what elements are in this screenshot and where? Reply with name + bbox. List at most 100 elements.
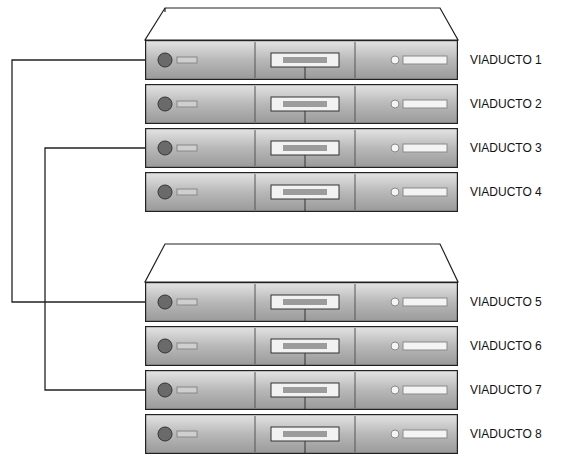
rack-lid	[145, 8, 458, 40]
id-slot	[271, 295, 339, 309]
panel-divider	[355, 130, 356, 166]
slot-tab	[305, 309, 306, 321]
faceplate	[146, 41, 458, 80]
panel-divider	[355, 42, 356, 78]
badge	[177, 101, 197, 107]
logo-mark	[391, 342, 399, 350]
link-cable	[12, 60, 145, 302]
logo-mark	[391, 430, 399, 438]
unit-label: VIADUCTO 8	[470, 427, 542, 441]
id-slot-mark	[283, 145, 327, 151]
faceplate	[146, 283, 458, 322]
panel-divider	[355, 416, 356, 452]
id-slot	[271, 383, 339, 397]
unit-label: VIADUCTO 3	[470, 141, 542, 155]
slot-tab	[305, 353, 306, 365]
slot-tab	[305, 199, 306, 211]
id-slot-mark	[283, 299, 327, 305]
logo-mark	[391, 188, 399, 196]
id-slot	[271, 53, 339, 67]
rack-unit: VIADUCTO 1	[145, 40, 458, 80]
unit-faceplate	[145, 128, 458, 168]
power-button	[158, 427, 172, 441]
faceplate	[146, 129, 458, 168]
brand-logo	[403, 430, 447, 438]
id-slot-mark	[283, 101, 327, 107]
logo-mark	[391, 298, 399, 306]
unit-faceplate	[145, 40, 458, 80]
panel-divider	[355, 328, 356, 364]
rack-unit: VIADUCTO 4	[145, 172, 458, 212]
rack-unit: VIADUCTO 8	[145, 414, 458, 454]
faceplate	[146, 85, 458, 124]
id-slot	[271, 185, 339, 199]
unit-label: VIADUCTO 5	[470, 295, 542, 309]
panel-divider	[255, 284, 256, 320]
slot-tab	[305, 155, 306, 167]
badge	[177, 189, 197, 195]
panel-divider	[255, 42, 256, 78]
faceplate	[146, 415, 458, 454]
id-slot	[271, 141, 339, 155]
unit-label: VIADUCTO 2	[470, 97, 542, 111]
slot-tab	[305, 67, 306, 79]
brand-logo	[403, 298, 447, 306]
power-button	[158, 185, 172, 199]
rack-lid	[145, 244, 458, 282]
badge	[177, 431, 197, 437]
badge	[177, 145, 197, 151]
power-button	[158, 383, 172, 397]
id-slot-mark	[283, 387, 327, 393]
unit-faceplate	[145, 282, 458, 322]
panel-divider	[355, 372, 356, 408]
brand-logo	[403, 56, 447, 64]
power-button	[158, 97, 172, 111]
power-button	[158, 295, 172, 309]
unit-label: VIADUCTO 7	[470, 383, 542, 397]
rack-unit: VIADUCTO 5	[145, 282, 458, 322]
panel-divider	[255, 174, 256, 210]
unit-faceplate	[145, 172, 458, 212]
id-slot-mark	[283, 343, 327, 349]
logo-mark	[391, 144, 399, 152]
unit-label: VIADUCTO 4	[470, 185, 542, 199]
rack-unit: VIADUCTO 6	[145, 326, 458, 366]
panel-divider	[255, 86, 256, 122]
power-button	[158, 53, 172, 67]
logo-mark	[391, 386, 399, 394]
brand-logo	[403, 144, 447, 152]
unit-faceplate	[145, 370, 458, 410]
brand-logo	[403, 188, 447, 196]
rack-unit: VIADUCTO 7	[145, 370, 458, 410]
faceplate	[146, 327, 458, 366]
unit-label: VIADUCTO 6	[470, 339, 542, 353]
brand-logo	[403, 386, 447, 394]
unit-faceplate	[145, 84, 458, 124]
power-button	[158, 339, 172, 353]
badge	[177, 387, 197, 393]
id-slot-mark	[283, 431, 327, 437]
rack-unit: VIADUCTO 2	[145, 84, 458, 124]
id-slot-mark	[283, 189, 327, 195]
unit-label: VIADUCTO 1	[470, 53, 542, 67]
panel-divider	[255, 328, 256, 364]
panel-divider	[255, 130, 256, 166]
badge	[177, 299, 197, 305]
badge	[177, 57, 197, 63]
slot-tab	[305, 397, 306, 409]
id-slot-mark	[283, 57, 327, 63]
id-slot	[271, 97, 339, 111]
slot-tab	[305, 441, 306, 453]
id-slot	[271, 339, 339, 353]
slot-tab	[305, 111, 306, 123]
panel-divider	[355, 86, 356, 122]
faceplate	[146, 371, 458, 410]
faceplate	[146, 173, 458, 212]
power-button	[158, 141, 172, 155]
unit-faceplate	[145, 326, 458, 366]
rack-unit: VIADUCTO 3	[145, 128, 458, 168]
id-slot	[271, 427, 339, 441]
badge	[177, 343, 197, 349]
logo-mark	[391, 56, 399, 64]
